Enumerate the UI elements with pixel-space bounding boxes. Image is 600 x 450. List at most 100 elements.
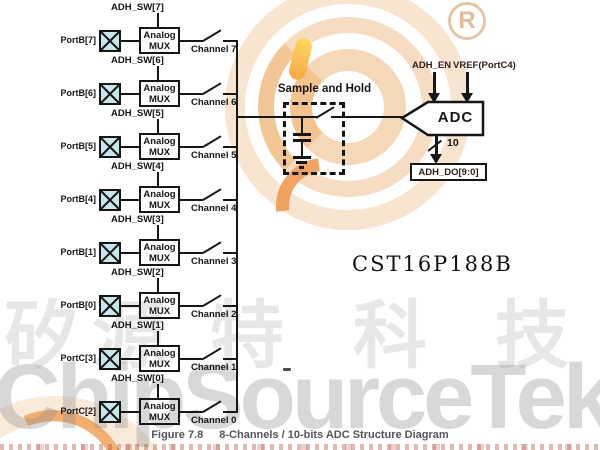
sw-control-wire (157, 331, 159, 345)
switch-to-bus-wire (223, 93, 237, 95)
pad-x-icon (99, 30, 121, 52)
mux-label-line1: Analog (143, 29, 176, 41)
clipped-bottom-text-line (0, 444, 600, 450)
adh-sw-signal-label: ADH_SW[7] (111, 2, 164, 13)
channel-row: ADH_SW[1] PortC[3] Analog MUX Channel 1 (0, 318, 600, 373)
adh-do-register-label: ADH_DO[9:0] (418, 166, 479, 178)
analog-mux-box: Analog MUX (139, 398, 180, 425)
pad-to-mux-wire (121, 146, 139, 148)
pad-x-icon (99, 242, 121, 264)
pad-x-icon (99, 136, 121, 158)
port-pad-icon (99, 30, 121, 52)
pad-x-icon (99, 83, 121, 105)
pad-x-icon (99, 348, 121, 370)
channel-label: Channel 4 (191, 203, 237, 214)
adh-do-register-box: ADH_DO[9:0] (410, 163, 487, 181)
mux-to-switch-wire (180, 358, 203, 360)
channel-switch-icon (202, 188, 222, 201)
analog-mux-box: Analog MUX (139, 186, 180, 213)
capacitor-plate-bottom (293, 139, 311, 142)
analog-bus-line (236, 40, 238, 413)
watermark-cjk-char: 特 (210, 294, 284, 377)
figure-title: 8-Channels / 10-bits ADC Structure Diagr… (219, 429, 449, 441)
sw-control-wire (157, 66, 159, 80)
channel-label: Channel 6 (191, 97, 237, 108)
pad-x-icon (99, 295, 121, 317)
channel-switch-icon (202, 347, 222, 360)
channel-label: Channel 5 (191, 150, 237, 161)
switch-to-bus-wire (223, 199, 237, 201)
mux-to-switch-wire (180, 199, 203, 201)
port-label: PortB[5] (60, 141, 97, 151)
pad-x-icon (99, 401, 121, 423)
channel-row: ADH_SW[7] PortB[7] Analog MUX Channel 7 (0, 0, 600, 55)
adh-sw-signal-label: ADH_SW[0] (111, 373, 164, 384)
channel-switch-icon (202, 294, 222, 307)
figure-caption: Figure 7.8 8-Channels / 10-bits ADC Struc… (0, 429, 600, 441)
sw-control-wire (157, 225, 159, 239)
channel-switch-icon (202, 241, 222, 254)
channel-row: ADH_SW[2] PortB[0] Analog MUX Channel 2 (0, 265, 600, 320)
mux-label-line2: MUX (148, 305, 171, 317)
part-number: CST16P188B (352, 252, 513, 276)
mux-label-line2: MUX (148, 252, 171, 264)
channel-label: Channel 7 (191, 44, 237, 55)
port-label: PortB[7] (60, 35, 97, 45)
adc-label: ADC (437, 109, 474, 126)
analog-mux-box: Analog MUX (139, 133, 180, 160)
mux-to-switch-wire (180, 411, 203, 413)
pad-x-icon (99, 189, 121, 211)
analog-mux-box: Analog MUX (139, 345, 180, 372)
figure-number: Figure 7.8 (151, 429, 204, 441)
switch-to-bus-wire (223, 358, 237, 360)
channel-row: ADH_SW[5] PortB[5] Analog MUX Channel 5 (0, 106, 600, 161)
adc-shape (399, 100, 485, 137)
mux-label-line2: MUX (148, 199, 171, 211)
switch-to-bus-wire (223, 252, 237, 254)
mux-label-line2: MUX (148, 411, 171, 423)
switch-to-bus-wire (223, 40, 237, 42)
channel-row: ADH_SW[0] PortC[2] Analog MUX Channel 0 (0, 371, 600, 426)
sw-control-wire (157, 13, 159, 27)
pad-to-mux-wire (121, 305, 139, 307)
pad-to-mux-wire (121, 411, 139, 413)
adh-sw-signal-label: ADH_SW[6] (111, 55, 164, 66)
mux-label-line1: Analog (143, 241, 176, 253)
port-label: PortB[4] (60, 194, 97, 204)
adh-en-arrow-line (433, 72, 436, 94)
mux-to-switch-wire (180, 252, 203, 254)
analog-mux-box: Analog MUX (139, 292, 180, 319)
adh-sw-signal-label: ADH_SW[4] (111, 161, 164, 172)
port-label: PortB[1] (60, 247, 97, 257)
vref-arrowhead-icon (461, 93, 473, 103)
pad-to-mux-wire (121, 40, 139, 42)
channel-switch-icon (202, 29, 222, 42)
stray-dash-artifact (283, 368, 291, 371)
port-label: PortC[2] (60, 406, 97, 416)
vref-arrow-line (466, 72, 469, 94)
sample-and-hold-box (283, 102, 345, 175)
vref-label: VREF(PortC4) (453, 60, 516, 71)
adh-sw-signal-label: ADH_SW[3] (111, 214, 164, 225)
mux-label-line1: Analog (143, 82, 176, 94)
channel-switch-icon (202, 82, 222, 95)
mux-label-line1: Analog (143, 347, 176, 359)
port-label: PortB[0] (60, 300, 97, 310)
mux-label-line1: Analog (143, 294, 176, 306)
channel-row: ADH_SW[6] PortB[6] Analog MUX Channel 6 (0, 53, 600, 108)
watermark-cjk-text: 矽 源 特 科 技 (0, 276, 600, 377)
mux-label-line1: Analog (143, 188, 176, 200)
channel-switch-icon (202, 400, 222, 413)
channel-label: Channel 0 (191, 415, 237, 426)
watermark-cjk-char: 科 (353, 294, 427, 377)
mux-to-switch-wire (180, 305, 203, 307)
mux-to-switch-wire (180, 40, 203, 42)
pad-to-mux-wire (121, 199, 139, 201)
analog-mux-box: Analog MUX (139, 80, 180, 107)
mux-to-switch-wire (180, 93, 203, 95)
pad-to-mux-wire (121, 252, 139, 254)
sw-control-wire (157, 384, 159, 398)
port-pad-icon (99, 189, 121, 211)
sh-to-adc-wire (331, 116, 402, 118)
